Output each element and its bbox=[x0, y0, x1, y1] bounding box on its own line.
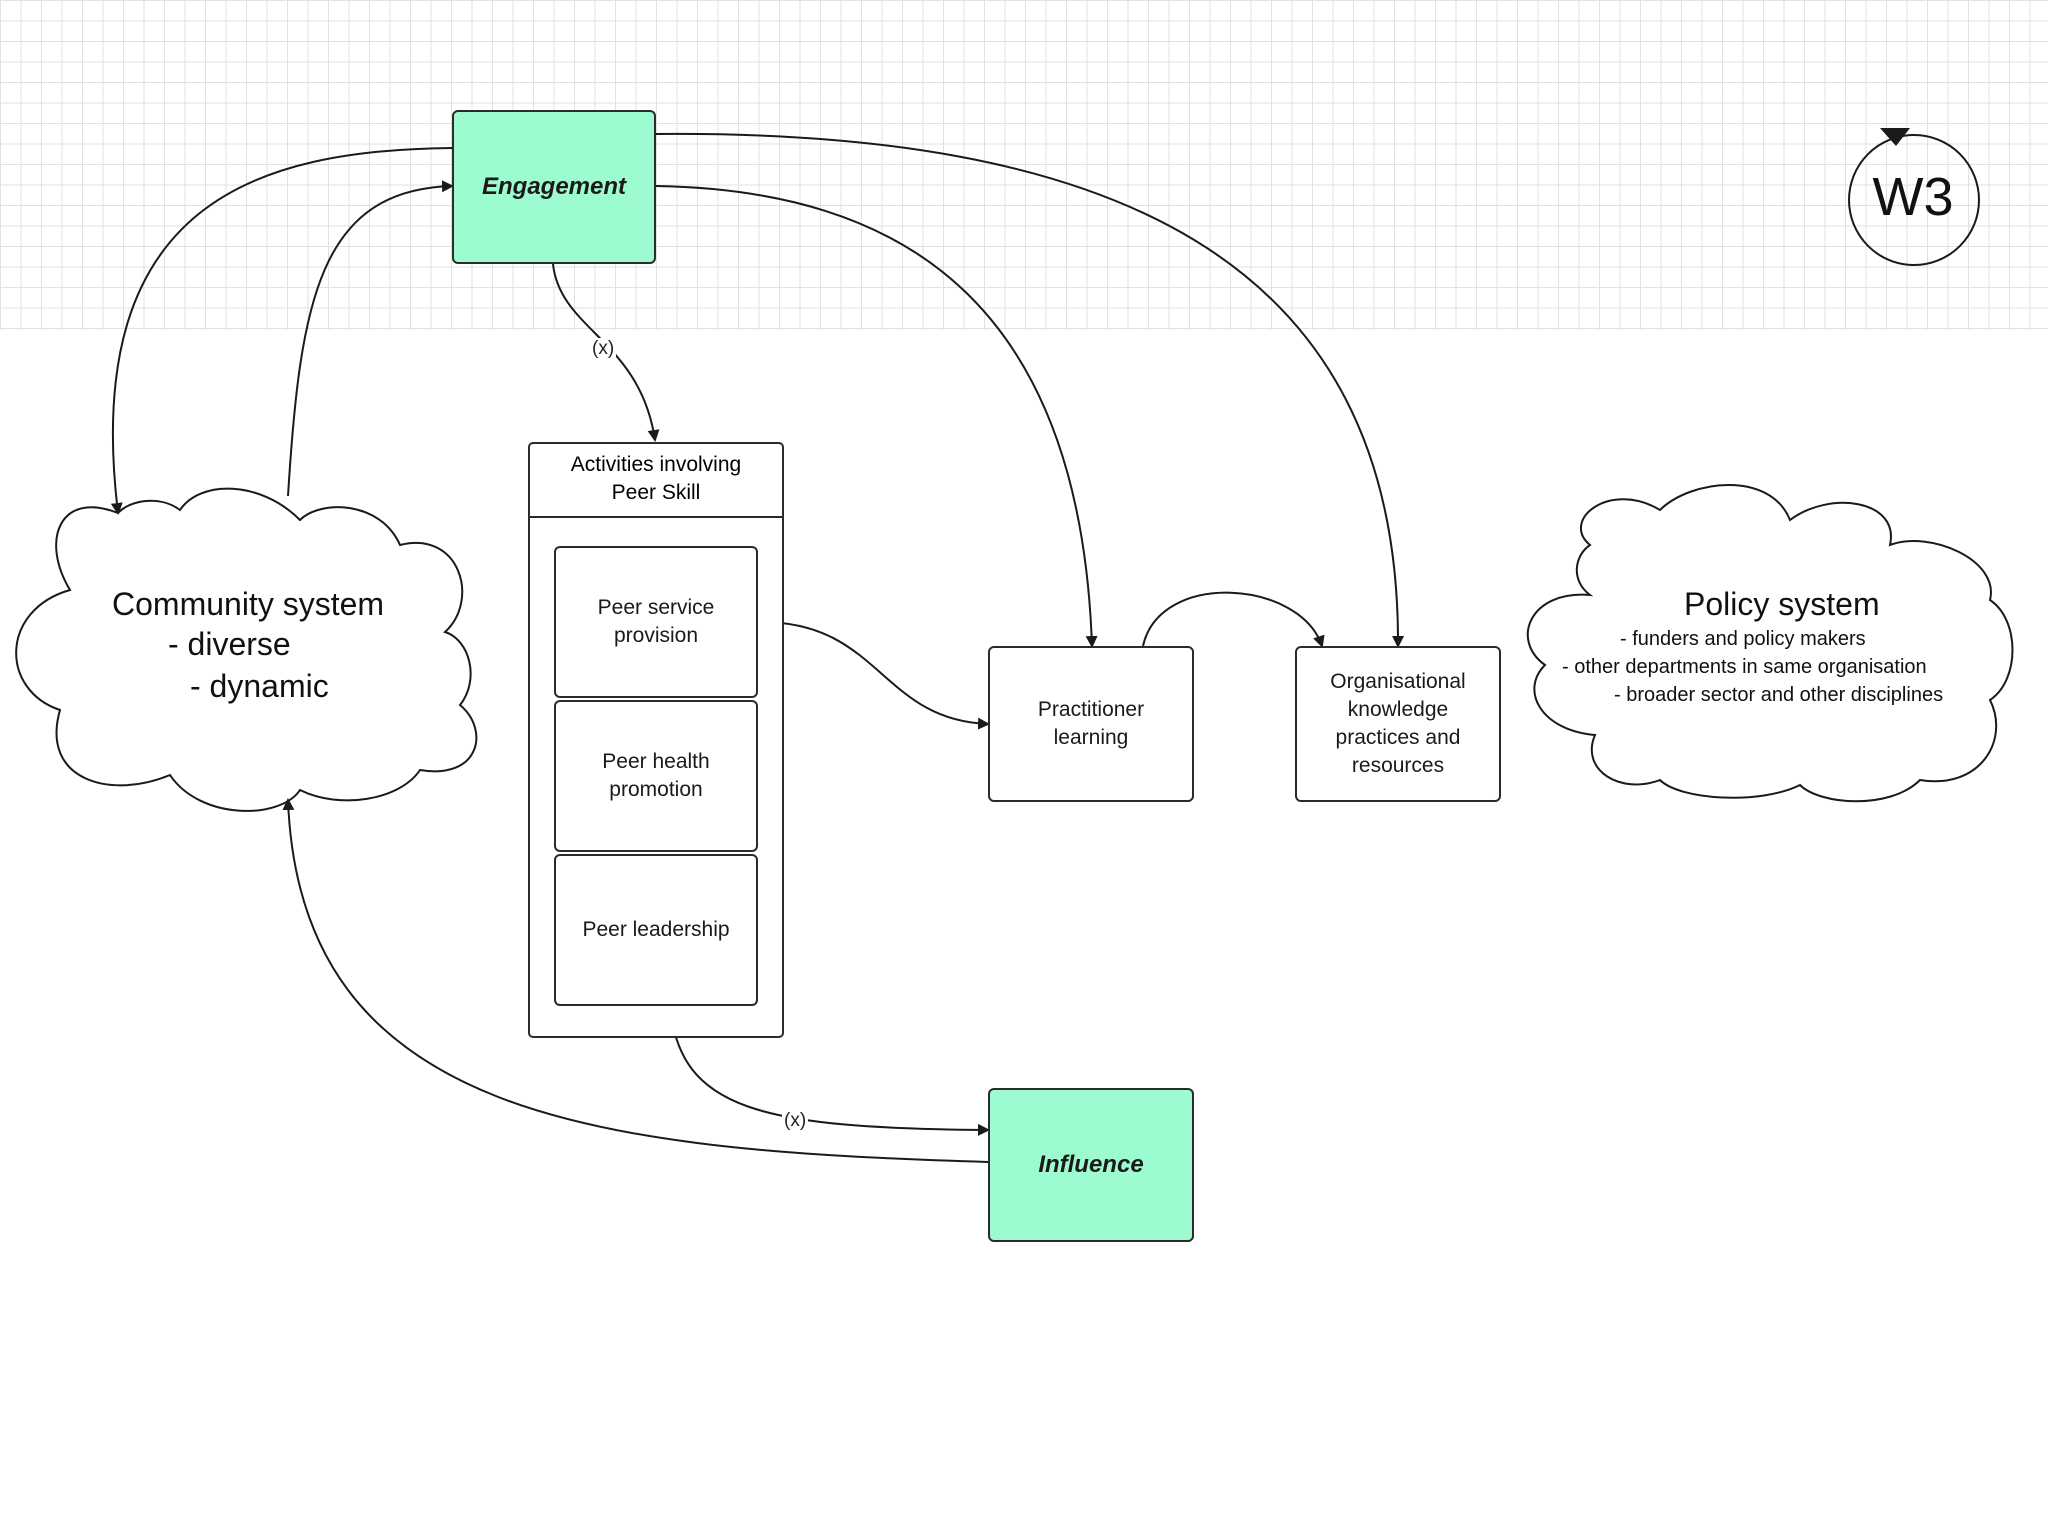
peer-health-node[interactable]: Peer health promotion bbox=[554, 700, 758, 852]
edge-practitioner-to-organisational bbox=[1142, 591, 1325, 648]
grid-background bbox=[0, 0, 2048, 330]
activities-header: Activities involving Peer Skill bbox=[528, 442, 784, 518]
organisational-node[interactable]: Organisational knowledge practices and r… bbox=[1295, 646, 1501, 802]
edge-engagement-to-community bbox=[110, 147, 453, 515]
policy-line-3: - broader sector and other disciplines bbox=[1614, 684, 1944, 706]
edge-engagement-to-practitioner bbox=[655, 185, 1098, 648]
policy-cloud-shape bbox=[1526, 484, 2014, 803]
engagement-label: Engagement bbox=[481, 173, 627, 200]
peer-leadership-label: Peer leadership bbox=[582, 918, 730, 941]
practitioner-label: Practitioner learning bbox=[1037, 698, 1145, 749]
community-line-1: - diverse bbox=[168, 626, 291, 662]
practitioner-node[interactable]: Practitioner learning bbox=[988, 646, 1194, 802]
influence-label: Influence bbox=[1038, 1151, 1144, 1178]
peer-service-node[interactable]: Peer service provision bbox=[554, 546, 758, 698]
edge-label-top: (x) bbox=[590, 338, 617, 360]
policy-line-1: - funders and policy makers bbox=[1620, 628, 1866, 650]
policy-title: Policy system bbox=[1684, 586, 1880, 622]
community-cloud-shape bbox=[15, 487, 478, 812]
edge-label-bottom: (x) bbox=[782, 1110, 809, 1132]
community-title: Community system bbox=[112, 586, 385, 622]
edge-peerservice-to-practitioner bbox=[757, 620, 990, 730]
organisational-label: Organisational knowledge practices and r… bbox=[1330, 670, 1466, 777]
edge-influence-to-community bbox=[282, 798, 989, 1163]
peer-service-label: Peer service provision bbox=[597, 596, 715, 647]
edge-engagement-to-organisational bbox=[655, 132, 1405, 648]
activities-header-label: Activities involving Peer Skill bbox=[570, 453, 742, 504]
w3-circle bbox=[1848, 134, 1980, 266]
edge-community-to-engagement bbox=[287, 180, 454, 497]
policy-line-2: - other departments in same organisation bbox=[1562, 656, 1927, 678]
influence-node[interactable]: Influence bbox=[988, 1088, 1194, 1242]
peer-leadership-node[interactable]: Peer leadership bbox=[554, 854, 758, 1006]
w3-arrowhead bbox=[1880, 128, 1910, 146]
engagement-node[interactable]: Engagement bbox=[452, 110, 656, 264]
w3-badge: W3 bbox=[1872, 167, 1954, 227]
edge-leadership-to-influence bbox=[669, 1005, 990, 1136]
community-line-2: - dynamic bbox=[190, 668, 329, 704]
peer-health-label: Peer health promotion bbox=[602, 750, 710, 801]
